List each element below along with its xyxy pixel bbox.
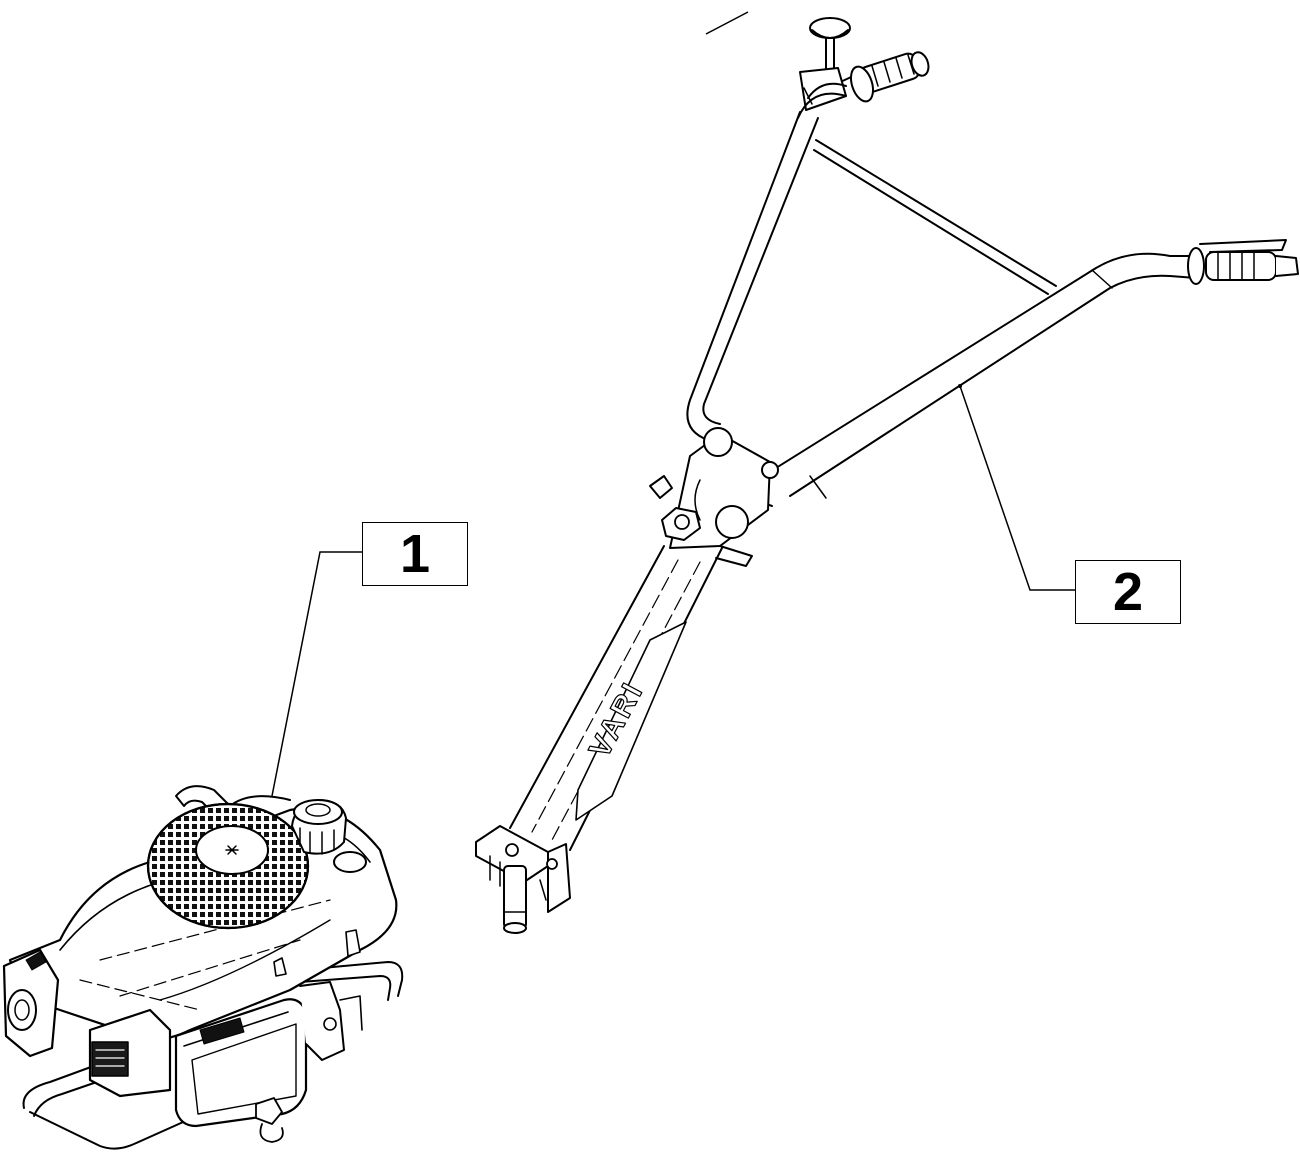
air-filter-box	[174, 998, 308, 1128]
engine-base-frame	[22, 961, 404, 1150]
oil-cap	[333, 851, 367, 873]
shaft-decal	[575, 621, 687, 821]
pivot-joint	[649, 427, 779, 567]
engine-front-housing	[2, 948, 60, 1058]
handlebar-right-tube	[759, 252, 1197, 479]
drain-plug	[255, 1097, 284, 1143]
leader-line-1	[271, 551, 362, 797]
right-grip	[1187, 239, 1299, 285]
engine-assembly	[2, 785, 404, 1150]
fuel-cap	[291, 799, 347, 855]
stray-mark	[705, 11, 749, 35]
handlebar-left-tube	[686, 111, 801, 441]
flywheel-cover	[146, 802, 310, 930]
leader-line-2	[959, 385, 1075, 591]
engine-muffler	[88, 1008, 172, 1098]
carburetor-linkage	[273, 929, 363, 1061]
handlebar-crossbar	[815, 139, 1057, 287]
adjustment-knob	[799, 17, 851, 111]
left-grip	[835, 51, 930, 103]
mounting-bracket	[475, 825, 571, 934]
callout-label-1: 1	[362, 522, 468, 586]
handlebar-assembly: VARI	[475, 17, 1299, 934]
main-shaft: VARI	[509, 545, 723, 851]
callout-label-2: 2	[1075, 560, 1181, 624]
handlebar-left-bend	[807, 82, 847, 99]
